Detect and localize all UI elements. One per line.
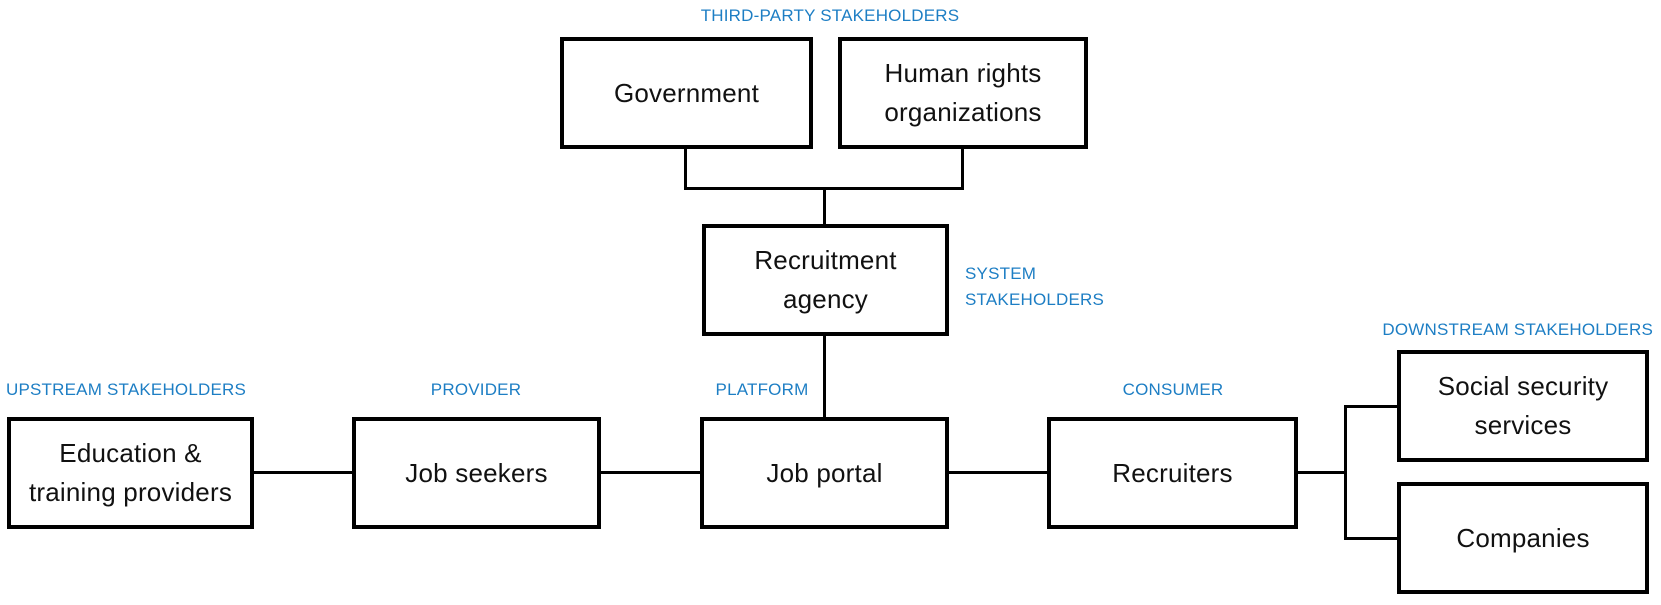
box-education-training-providers: Education & training providers	[7, 417, 254, 529]
box-social-security-services: Social security services	[1397, 350, 1649, 462]
box-government: Government	[560, 37, 813, 149]
connector-recruiters-to-branch	[1296, 471, 1347, 474]
box-recruiters: Recruiters	[1047, 417, 1298, 529]
box-label-education-training-providers: Education & training providers	[28, 438, 233, 507]
box-label-recruitment-agency: Recruitment agency	[754, 245, 897, 314]
connector-job-seekers-to-job-portal	[600, 471, 702, 474]
group-label-provider: PROVIDER	[430, 380, 522, 399]
connector-job-portal-to-recruiters	[947, 471, 1049, 474]
connector-government-to-junction	[684, 148, 687, 190]
group-label-consumer: CONSUMER	[1122, 380, 1224, 399]
box-label-human-rights-organizations: Human rights organizations	[884, 58, 1042, 127]
box-label-social-security-services: Social security services	[1437, 371, 1609, 440]
group-label-platform: PLATFORM	[715, 380, 809, 399]
box-recruitment-agency: Recruitment agency	[702, 224, 949, 336]
connector-branch-vertical	[1344, 405, 1347, 540]
connector-branch-to-social-security	[1345, 405, 1399, 408]
box-label-recruiters: Recruiters	[1112, 457, 1233, 488]
box-label-job-portal: Job portal	[766, 457, 883, 488]
connector-junction-to-recruitment-agency	[823, 188, 826, 226]
box-job-portal: Job portal	[700, 417, 949, 529]
connector-human-rights-to-junction	[961, 148, 964, 190]
box-label-companies: Companies	[1456, 522, 1590, 553]
box-companies: Companies	[1397, 482, 1649, 594]
connector-education-to-job-seekers	[253, 471, 354, 474]
box-human-rights-organizations: Human rights organizations	[838, 37, 1088, 149]
group-label-third-party-stakeholders: THIRD-PARTY STAKEHOLDERS	[700, 6, 960, 25]
connector-branch-to-companies	[1345, 537, 1399, 540]
box-job-seekers: Job seekers	[352, 417, 601, 529]
box-label-job-seekers: Job seekers	[405, 457, 548, 488]
group-label-upstream-stakeholders: UPSTREAM STAKEHOLDERS	[6, 380, 247, 399]
box-label-government: Government	[613, 77, 760, 108]
group-label-system-stakeholders: SYSTEM STAKEHOLDERS	[965, 264, 1105, 310]
connector-recruitment-agency-to-job-portal	[823, 335, 826, 419]
group-label-downstream-stakeholders: DOWNSTREAM STAKEHOLDERS	[1382, 320, 1653, 339]
